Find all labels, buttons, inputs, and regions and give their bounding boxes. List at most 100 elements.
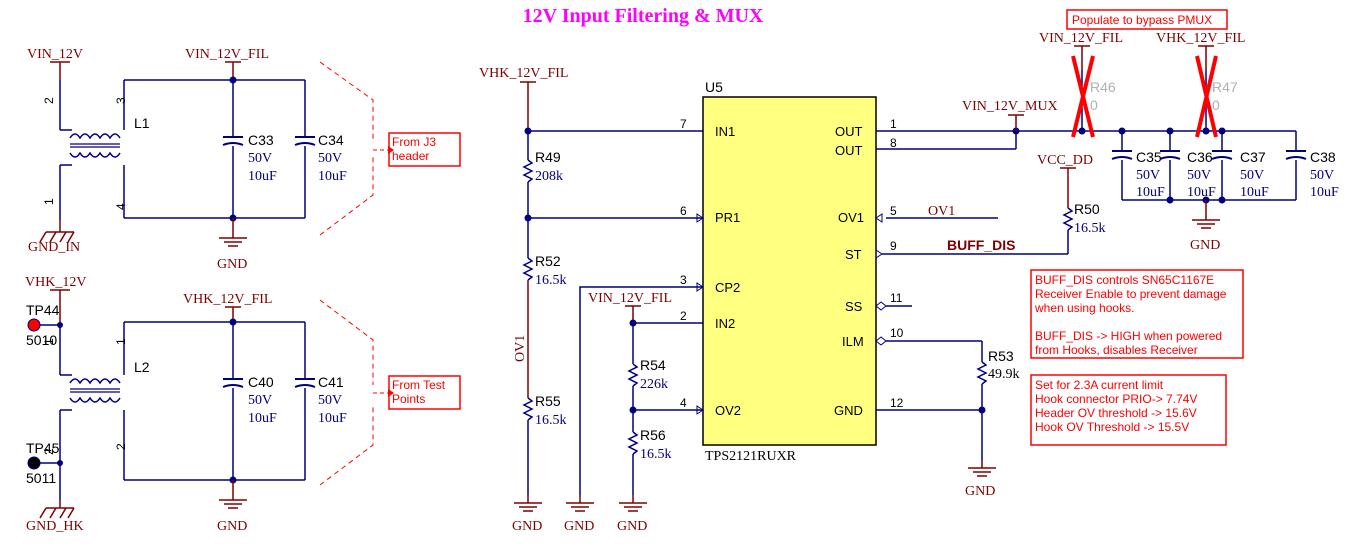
net-label-vhk-12v-fil-2: VHK_12V_FIL	[479, 66, 568, 81]
net-label-vin-12v-fil-1: VIN_12V_FIL	[185, 47, 269, 62]
ic-u5-part: TPS2121RUXR	[705, 449, 797, 464]
net-label-vcc-dd: VCC_DD	[1037, 153, 1093, 168]
u5-pin-num-6: 6	[680, 204, 687, 218]
u5-pin-num-2: 2	[680, 309, 687, 323]
net-label-ov1: OV1	[928, 204, 955, 219]
l2-pin-c: 2	[42, 448, 56, 455]
u5-pin-num-10: 10	[890, 326, 904, 340]
l2-pin-a: 1	[42, 338, 56, 345]
net-label-vhk-12v-fil-1: VHK_12V_FIL	[183, 292, 272, 307]
limit-note-line1: Set for 2.3A current limit	[1035, 378, 1164, 392]
c40-value: 10uF	[248, 411, 277, 426]
u5-pin-num-9: 9	[890, 239, 897, 253]
output-cap-bank	[1078, 127, 1307, 229]
r56-ref: R56	[640, 427, 666, 443]
net-label-vin-12v-fil-3: VIN_12V_FIL	[1039, 31, 1123, 46]
u5-pin-num-3: 3	[680, 273, 687, 287]
u5-pin-name-ss: SS	[845, 299, 863, 314]
net-label-vhk-12v: VHK_12V	[25, 275, 86, 290]
u5-pin-name-ov2: OV2	[715, 403, 741, 418]
r55-ref: R55	[535, 393, 561, 409]
l2-pin-d: 2	[114, 443, 128, 450]
u5-pin-name-out-1: OUT	[835, 124, 863, 139]
u5-pin-num-1: 1	[890, 117, 897, 131]
u5-pin-num-12: 12	[890, 396, 904, 410]
note-from-tp-line2: Points	[392, 392, 425, 406]
ic-u5-body	[702, 96, 877, 446]
net-label-vhk-12v-fil-3: VHK_12V_FIL	[1156, 31, 1245, 46]
l2-pin-b: 1	[114, 338, 128, 345]
gnd-label-1: GND	[217, 257, 247, 272]
c37-voltage: 50V	[1240, 168, 1264, 183]
c38-voltage: 50V	[1310, 168, 1334, 183]
u5-pin-name-cp2: CP2	[715, 280, 740, 295]
note-from-tp-line1: From Test	[392, 378, 446, 392]
r54-value: 226k	[640, 377, 668, 392]
c34-voltage: 50V	[318, 151, 342, 166]
limit-note-line2: Hook connector PRIO-> 7.74V	[1035, 392, 1197, 406]
r53-ref: R53	[988, 348, 1014, 364]
buff-note-line6: from Hooks, disables Receiver	[1035, 343, 1198, 357]
net-label-gnd-in: GND_IN	[28, 240, 80, 255]
l1-pin-2: 2	[42, 97, 56, 104]
tp45-part: 5011	[26, 470, 56, 486]
r49-value: 208k	[535, 169, 563, 184]
r49-ref: R49	[535, 149, 561, 165]
u5-pin-num-8: 8	[890, 136, 897, 150]
l1-pin-3: 3	[114, 97, 128, 104]
r46-value: 0	[1090, 97, 1098, 113]
net-label-vin-12v-mux: VIN_12V_MUX	[962, 99, 1058, 114]
c37-ref: C37	[1240, 149, 1266, 165]
c34-value: 10uF	[318, 169, 347, 184]
u5-pin-num-11: 11	[890, 291, 903, 305]
l2-ref: L2	[134, 359, 150, 375]
u5-pin-name-pr1: PR1	[715, 210, 740, 225]
buff-note-line1: BUFF_DIS controls SN65C1167E	[1035, 273, 1214, 287]
c34-ref: C34	[318, 132, 344, 148]
tp44-ref: TP44	[26, 302, 60, 318]
r50-ref: R50	[1074, 201, 1100, 217]
r46-ref: R46	[1090, 79, 1116, 95]
u5-pin-num-7: 7	[680, 117, 687, 131]
r47-ref: R47	[1212, 79, 1238, 95]
gnd-label-4: GND	[564, 519, 594, 534]
note-from-j3-line2: header	[392, 149, 429, 163]
c37-value: 10uF	[1240, 185, 1269, 200]
c40-ref: C40	[248, 374, 274, 390]
c40-voltage: 50V	[248, 393, 272, 408]
u5-pin-name-gnd: GND	[834, 403, 863, 418]
gnd-label-5: GND	[617, 519, 647, 534]
r52-ref: R52	[535, 253, 561, 269]
limit-note-line3: Header OV threshold -> 15.6V	[1035, 406, 1197, 420]
c33-ref: C33	[248, 132, 274, 148]
c38-value: 10uF	[1310, 185, 1339, 200]
r56-value: 16.5k	[640, 447, 672, 462]
ic-u5-ref: U5	[705, 79, 723, 95]
c33-value: 10uF	[248, 169, 277, 184]
u5-pin-name-st: ST	[845, 247, 862, 262]
c36-voltage: 50V	[1187, 168, 1211, 183]
tp45-ref: TP45	[26, 440, 60, 456]
r55-value: 16.5k	[535, 413, 567, 428]
c35-voltage: 50V	[1136, 168, 1160, 183]
r50-value: 16.5k	[1074, 221, 1106, 236]
r54-ref: R54	[640, 357, 666, 373]
c36-ref: C36	[1187, 149, 1213, 165]
c36-value: 10uF	[1187, 185, 1216, 200]
c33-voltage: 50V	[248, 151, 272, 166]
r53-value: 49.9k	[988, 367, 1020, 382]
net-label-buff-dis: BUFF_DIS	[947, 237, 1015, 253]
gnd-label-2: GND	[217, 519, 247, 534]
l1-ref: L1	[134, 115, 150, 131]
page-title: 12V Input Filtering & MUX	[523, 5, 764, 27]
l1-pin-1: 1	[42, 198, 56, 205]
u5-pin-name-in2: IN2	[715, 316, 735, 331]
u5-pin-name-out-2: OUT	[835, 143, 863, 158]
net-label-vin-12v-fil-2: VIN_12V_FIL	[588, 291, 672, 306]
c41-value: 10uF	[318, 411, 347, 426]
buff-note-line3: when using hooks.	[1034, 301, 1134, 315]
buff-note-line5: BUFF_DIS -> HIGH when powered	[1035, 329, 1222, 343]
buff-note-line2: Receiver Enable to prevent damage	[1035, 287, 1227, 301]
